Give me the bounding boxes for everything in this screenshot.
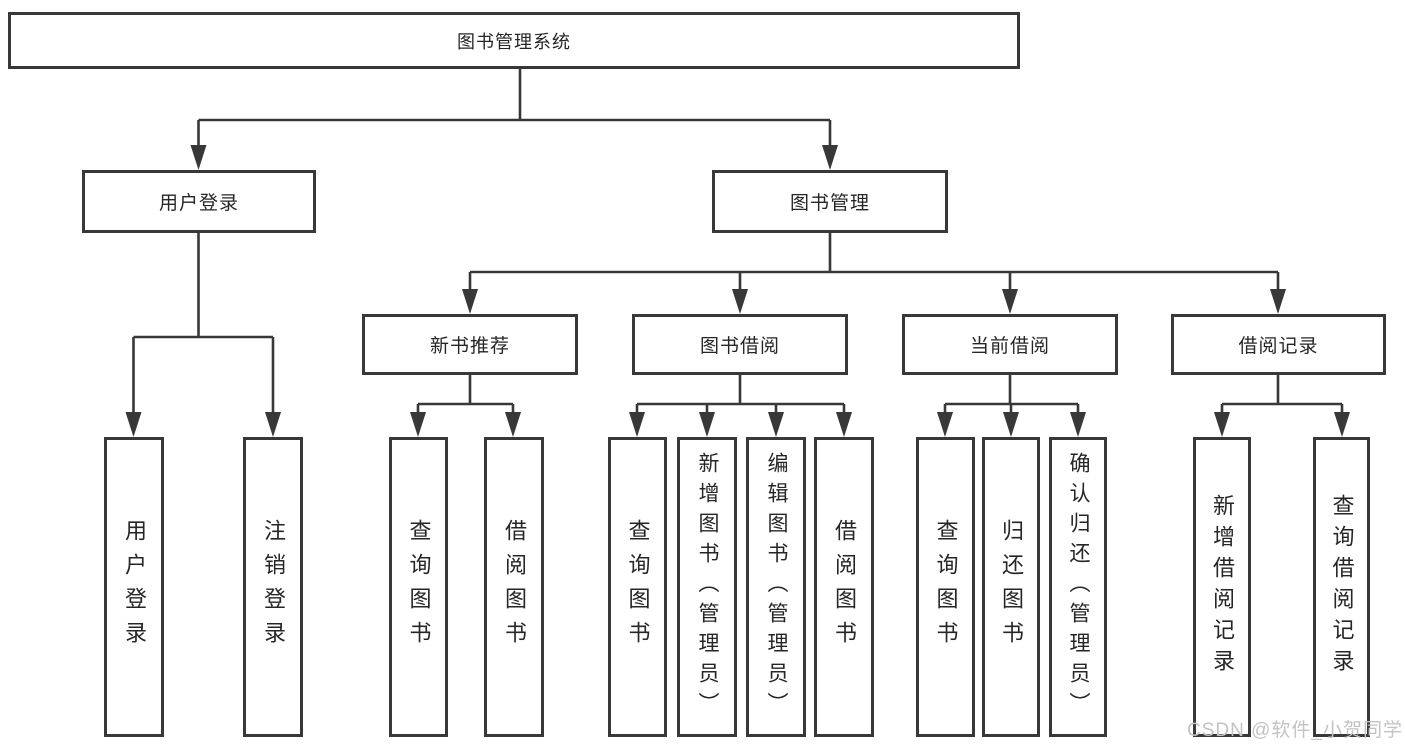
node-leaf-query-books-borrowing: 查询图书 — [608, 437, 667, 737]
arrow-down-icon — [1070, 412, 1086, 437]
node-book-management: 图书管理 — [712, 170, 948, 233]
node-current-borrowing: 当前借阅 — [902, 314, 1118, 375]
arrow-down-icon — [1002, 289, 1018, 314]
node-leaf-logout-login: 注销登录 — [243, 437, 303, 737]
arrow-down-icon — [125, 412, 142, 437]
connector-path — [132, 68, 1344, 417]
arrow-down-icon — [265, 412, 281, 437]
node-leaf-return-books: 归还图书 — [982, 437, 1040, 737]
arrow-down-icon — [822, 145, 838, 170]
arrow-down-icon — [462, 289, 478, 314]
arrow-down-icon — [410, 412, 426, 437]
arrow-down-icon — [190, 145, 207, 170]
node-leaf-borrow-books-borrowing: 借阅图书 — [814, 437, 874, 737]
node-leaf-query-books-current: 查询图书 — [916, 437, 975, 737]
node-leaf-add-books-admin: 新增图书（管理员） — [677, 437, 737, 737]
node-library-management-system: 图书管理系统 — [8, 12, 1020, 69]
arrow-down-icon — [732, 289, 748, 314]
csdn-watermark: CSDN @软件_小贺同学 — [1187, 720, 1403, 741]
arrow-down-icon — [699, 412, 715, 437]
node-leaf-add-borrow-record: 新增借阅记录 — [1193, 437, 1251, 737]
arrow-down-icon — [1003, 412, 1019, 437]
arrow-down-icon — [1214, 412, 1230, 437]
node-borrowing-records: 借阅记录 — [1171, 314, 1386, 375]
arrow-down-icon — [836, 412, 852, 437]
node-leaf-borrow-books-recommend: 借阅图书 — [484, 437, 544, 737]
node-leaf-confirm-return-admin: 确认归还（管理员） — [1049, 437, 1107, 737]
node-new-book-recommendation: 新书推荐 — [362, 314, 578, 375]
arrow-down-icon — [505, 412, 521, 437]
node-leaf-query-books-recommend: 查询图书 — [389, 437, 448, 737]
arrow-down-icon — [629, 412, 645, 437]
node-book-borrowing: 图书借阅 — [632, 314, 848, 375]
arrow-down-icon — [768, 412, 784, 437]
arrow-down-icon — [1270, 289, 1286, 314]
arrow-down-icon — [1334, 412, 1350, 437]
node-leaf-user-login: 用户登录 — [104, 437, 164, 737]
node-leaf-query-borrow-record: 查询借阅记录 — [1313, 437, 1370, 737]
node-leaf-edit-books-admin: 编辑图书（管理员） — [746, 437, 806, 737]
node-user-login: 用户登录 — [82, 170, 316, 233]
arrowheads — [125, 145, 1350, 437]
arrow-down-icon — [937, 412, 953, 437]
